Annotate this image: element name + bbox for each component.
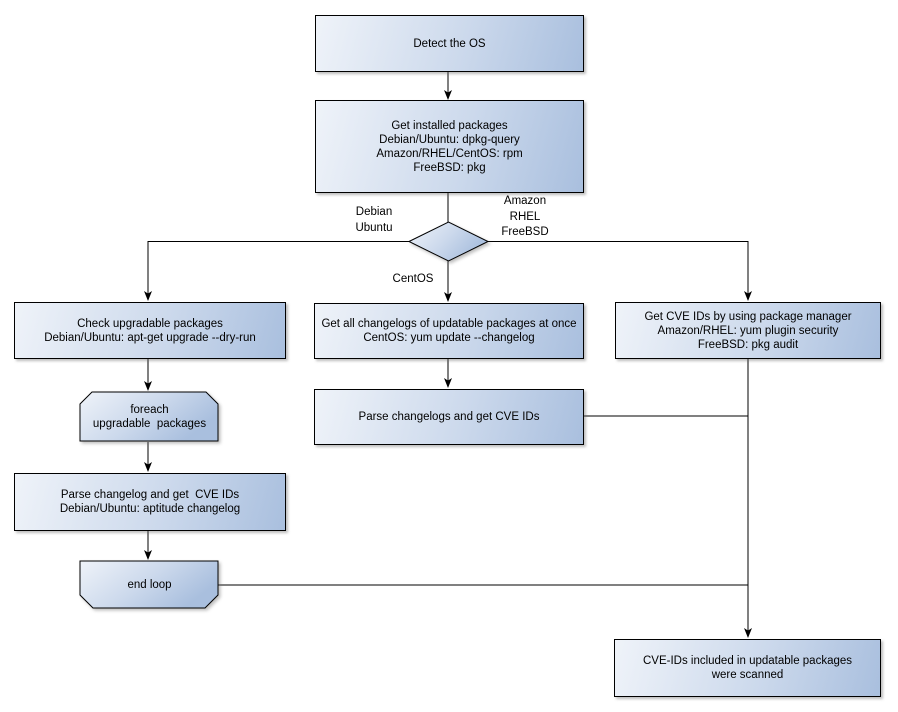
node-check-upgradable-packages: Check upgradable packages Debian/Ubuntu:… (14, 302, 286, 359)
loop-end-shape (79, 560, 219, 609)
edge-label-debian-ubuntu: Debian Ubuntu (355, 206, 393, 234)
node-get-cve-ids-package-manager: Get CVE IDs by using package manager Ama… (615, 302, 881, 359)
loop-start-foreach-label: foreach upgradable packages (92, 404, 207, 430)
node-get-installed-packages: Get installed packages Debian/Ubuntu: dp… (315, 100, 584, 193)
decision-os-diamond (407, 221, 490, 262)
node-detect-os: Detect the OS (315, 15, 584, 72)
connector-decision-to-get-cve-ids (488, 241, 752, 301)
edge-label-amazon-rhel-freebsd: Amazon RHEL FreeBSD (501, 195, 549, 238)
connectors (144, 72, 752, 638)
node-get-all-changelogs-centos: Get all changelogs of updatable packages… (314, 303, 584, 359)
node-parse-changelog-debian: Parse changelog and get CVE IDs Debian/U… (14, 473, 286, 531)
node-cve-ids-scanned: CVE-IDs included in updatable packages w… (614, 639, 881, 697)
connector-decision-to-check-upgradable (144, 241, 409, 301)
loop-start-shape (79, 391, 219, 442)
edge-label-centos: CentOS (392, 273, 434, 285)
node-parse-changelogs-centos: Parse changelogs and get CVE IDs (314, 389, 584, 445)
loop-end-label: end loop (127, 579, 172, 591)
